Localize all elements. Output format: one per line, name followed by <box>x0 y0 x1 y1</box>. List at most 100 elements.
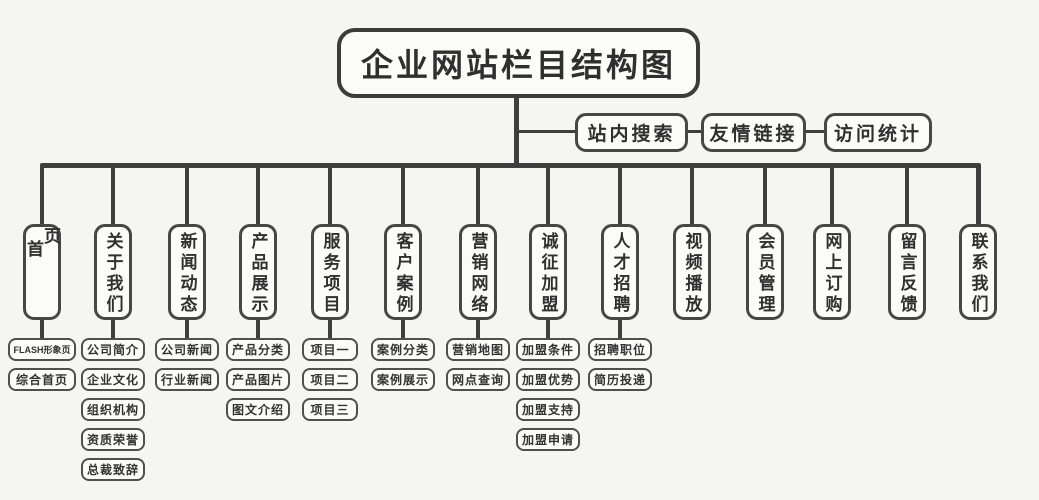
column-node-home: 首页 <box>23 224 61 320</box>
column-drop-connector <box>905 165 909 226</box>
column-drop-connector <box>830 165 834 226</box>
child-label: 综合首页 <box>15 373 68 387</box>
child-node: 加盟条件 <box>516 338 580 361</box>
child-node: 产品分类 <box>226 338 290 361</box>
child-label: 加盟申请 <box>521 433 574 447</box>
child-node: 加盟优势 <box>516 368 580 391</box>
column-label: 会员管理 <box>755 232 775 316</box>
column-label: 服务项目 <box>320 232 340 316</box>
column-label: 留言反馈 <box>897 232 917 316</box>
column-drop-connector <box>618 165 622 226</box>
column-node-members: 会员管理 <box>746 224 784 320</box>
aux-node-label: 访问统计 <box>833 124 922 145</box>
column-label: 诚征加盟 <box>538 232 558 316</box>
aux-node-label: 友情链接 <box>709 124 798 145</box>
child-node: 总裁致辞 <box>81 458 145 481</box>
column-stub-connector <box>185 318 189 340</box>
column-label: 联系我们 <box>968 232 988 316</box>
aux-connector-1 <box>686 130 702 133</box>
child-node: 组织机构 <box>81 398 145 421</box>
main-bar-connector <box>40 163 981 168</box>
column-drop-connector <box>256 165 260 226</box>
aux-node-label: 站内搜索 <box>587 124 676 145</box>
child-node: 项目二 <box>302 368 358 391</box>
child-label: 图文介绍 <box>231 403 284 417</box>
column-label: 客户案例 <box>393 232 413 316</box>
column-label: 关于我们 <box>103 232 123 316</box>
aux-branch-connector <box>517 130 577 133</box>
column-node-news: 新闻动态 <box>168 224 206 320</box>
column-stub-connector <box>401 318 405 340</box>
column-stub-connector <box>256 318 260 340</box>
child-label: 企业文化 <box>86 373 139 387</box>
child-node: 资质荣誉 <box>81 428 145 451</box>
column-node-recruitment: 人才招聘 <box>601 224 639 320</box>
child-node: 简历投递 <box>588 368 652 391</box>
child-label: 产品分类 <box>231 343 284 357</box>
aux-connector-2 <box>804 130 825 133</box>
child-label: 项目二 <box>310 373 350 387</box>
column-node-online-order: 网上订购 <box>813 224 851 320</box>
child-node: 项目三 <box>302 398 358 421</box>
child-node: 案例分类 <box>371 338 435 361</box>
child-label: 营销地图 <box>451 343 504 357</box>
title-connector <box>514 96 519 165</box>
child-node: 公司简介 <box>81 338 145 361</box>
child-label: 加盟支持 <box>521 403 574 417</box>
column-label: 网上订购 <box>822 232 842 316</box>
column-drop-connector <box>763 165 767 226</box>
column-node-franchise: 诚征加盟 <box>529 224 567 320</box>
column-node-feedback: 留言反馈 <box>888 224 926 320</box>
column-drop-connector <box>40 165 44 226</box>
column-drop-connector <box>976 165 981 226</box>
child-node: 加盟申请 <box>516 428 580 451</box>
column-node-about-us: 关于我们 <box>94 224 132 320</box>
child-node: 营销地图 <box>446 338 510 361</box>
aux-node-friend-links: 友情链接 <box>701 113 806 152</box>
column-node-cases: 客户案例 <box>384 224 422 320</box>
column-stub-connector <box>111 318 115 340</box>
column-stub-connector <box>40 318 44 340</box>
column-drop-connector <box>111 165 115 226</box>
column-node-services: 服务项目 <box>311 224 349 320</box>
child-node: 公司新闻 <box>155 338 219 361</box>
child-label: 行业新闻 <box>160 373 213 387</box>
child-node: 招聘职位 <box>588 338 652 361</box>
child-label: FLASH形象页 <box>13 345 71 355</box>
column-label: 产品展示 <box>248 232 268 316</box>
column-drop-connector <box>476 165 480 226</box>
column-label: 营销网络 <box>468 232 488 316</box>
child-label: 加盟优势 <box>521 373 574 387</box>
column-stub-connector <box>618 318 622 340</box>
child-label: 公司新闻 <box>160 343 213 357</box>
child-node: 项目一 <box>302 338 358 361</box>
column-node-contact: 联系我们 <box>959 224 997 320</box>
column-label: 首页 <box>24 227 60 283</box>
column-label: 人才招聘 <box>610 232 630 316</box>
column-label: 视频播放 <box>682 232 702 316</box>
child-label: 案例展示 <box>376 373 429 387</box>
child-label: 项目三 <box>310 403 350 417</box>
column-drop-connector <box>690 165 694 226</box>
child-label: 招聘职位 <box>593 343 646 357</box>
child-node: 综合首页 <box>8 368 76 391</box>
column-drop-connector <box>401 165 405 226</box>
column-drop-connector <box>328 165 332 226</box>
diagram-title-box: 企业网站栏目结构图 <box>337 28 700 98</box>
column-drop-connector <box>185 165 189 226</box>
diagram-title: 企业网站栏目结构图 <box>360 47 676 83</box>
child-node: 行业新闻 <box>155 368 219 391</box>
child-label: 网点查询 <box>451 373 504 387</box>
column-node-video: 视频播放 <box>673 224 711 320</box>
aux-node-visit-stats: 访问统计 <box>824 113 932 152</box>
child-node: 案例展示 <box>371 368 435 391</box>
child-label: 加盟条件 <box>521 343 574 357</box>
column-stub-connector <box>546 318 550 340</box>
child-node: 产品图片 <box>226 368 290 391</box>
column-label: 新闻动态 <box>177 232 197 316</box>
child-node: 网点查询 <box>446 368 510 391</box>
child-node: FLASH形象页 <box>8 338 76 361</box>
column-node-marketing-network: 营销网络 <box>459 224 497 320</box>
column-stub-connector <box>476 318 480 340</box>
